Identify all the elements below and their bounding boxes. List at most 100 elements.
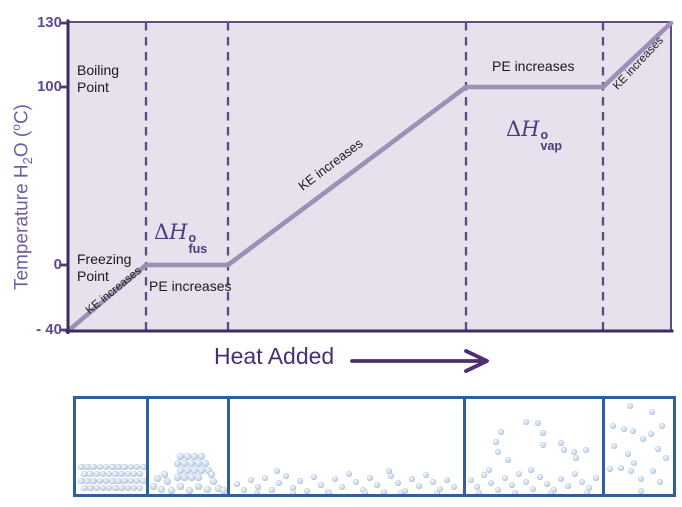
y-tick-label-100: 100 xyxy=(36,78,62,95)
particle xyxy=(659,423,665,429)
particle xyxy=(133,477,141,484)
particle xyxy=(204,486,211,493)
particle xyxy=(184,467,191,474)
particle xyxy=(573,455,579,461)
particle xyxy=(102,463,110,470)
particle xyxy=(290,490,296,494)
particle xyxy=(630,428,636,434)
particle xyxy=(386,468,392,474)
particle xyxy=(353,479,359,485)
particle xyxy=(505,457,511,463)
particle xyxy=(81,470,88,477)
particle xyxy=(133,463,141,470)
particle xyxy=(140,477,146,484)
particle xyxy=(274,468,280,474)
particle xyxy=(130,484,138,491)
particle xyxy=(657,479,663,485)
particle xyxy=(109,477,116,484)
particle xyxy=(512,490,518,494)
particle xyxy=(84,463,91,470)
particle xyxy=(374,482,380,488)
particle xyxy=(136,470,144,477)
heat-added-arrow-head xyxy=(464,349,489,373)
particle xyxy=(115,477,122,484)
particle xyxy=(90,463,97,470)
particle xyxy=(339,484,345,490)
pe-increases-fusion-label: PE increases xyxy=(149,278,232,294)
particle xyxy=(571,449,577,455)
particle xyxy=(96,463,104,470)
particle xyxy=(269,487,275,493)
particle xyxy=(528,467,534,473)
plot-area xyxy=(67,21,672,332)
particle xyxy=(304,488,310,494)
particle xyxy=(112,484,119,491)
panel-gas xyxy=(602,399,673,494)
particle xyxy=(121,463,128,470)
particle xyxy=(402,488,408,494)
particle xyxy=(621,426,627,432)
particle xyxy=(618,465,624,471)
particle xyxy=(102,477,110,484)
particle xyxy=(625,451,631,457)
particle xyxy=(498,429,504,435)
boiling-point-label: Boiling Point xyxy=(77,62,120,95)
particle xyxy=(502,475,508,481)
particle xyxy=(78,477,85,484)
particle xyxy=(174,460,181,467)
particle xyxy=(186,487,193,494)
particle xyxy=(168,487,175,494)
y-tick-label-130: 130 xyxy=(36,14,62,31)
particle xyxy=(195,474,202,481)
particle xyxy=(188,474,195,481)
particle xyxy=(493,439,499,445)
particle xyxy=(509,482,515,488)
particle xyxy=(586,485,592,491)
particle xyxy=(409,476,415,482)
particle xyxy=(198,467,205,474)
particle xyxy=(607,466,613,472)
particle xyxy=(530,486,536,492)
particle xyxy=(481,472,487,478)
panel-liquid xyxy=(227,399,463,494)
particle xyxy=(254,490,260,494)
particle xyxy=(124,484,131,491)
particle xyxy=(262,475,268,481)
pe-increases-vaporization-label: PE increases xyxy=(492,58,575,74)
particle xyxy=(655,446,661,452)
particle xyxy=(87,484,94,491)
particle xyxy=(99,470,107,477)
particle xyxy=(210,478,217,485)
y-tick-label-minus40: - 40 xyxy=(36,321,62,338)
particle xyxy=(468,477,474,483)
particle xyxy=(423,472,429,478)
particle xyxy=(105,484,113,491)
particle xyxy=(561,447,567,453)
particle xyxy=(109,463,116,470)
particle xyxy=(631,460,637,466)
heating-curve-line xyxy=(65,20,674,334)
particle xyxy=(583,447,589,453)
particle xyxy=(381,489,387,494)
particle xyxy=(628,468,634,474)
particle xyxy=(638,488,644,494)
particle xyxy=(150,483,157,490)
particle xyxy=(437,486,443,492)
particle xyxy=(241,487,247,493)
particle xyxy=(87,470,94,477)
particle xyxy=(177,467,184,474)
particle xyxy=(326,490,332,494)
y-axis-title: Temperature H2O (oC) xyxy=(9,103,36,291)
particle xyxy=(177,453,184,460)
particle xyxy=(572,471,578,477)
panel-melting xyxy=(146,399,227,494)
chart-plot-svg xyxy=(59,19,674,373)
particle xyxy=(181,474,188,481)
particle xyxy=(638,476,644,482)
particle xyxy=(627,403,633,409)
particle xyxy=(96,477,104,484)
particle xyxy=(140,463,146,470)
